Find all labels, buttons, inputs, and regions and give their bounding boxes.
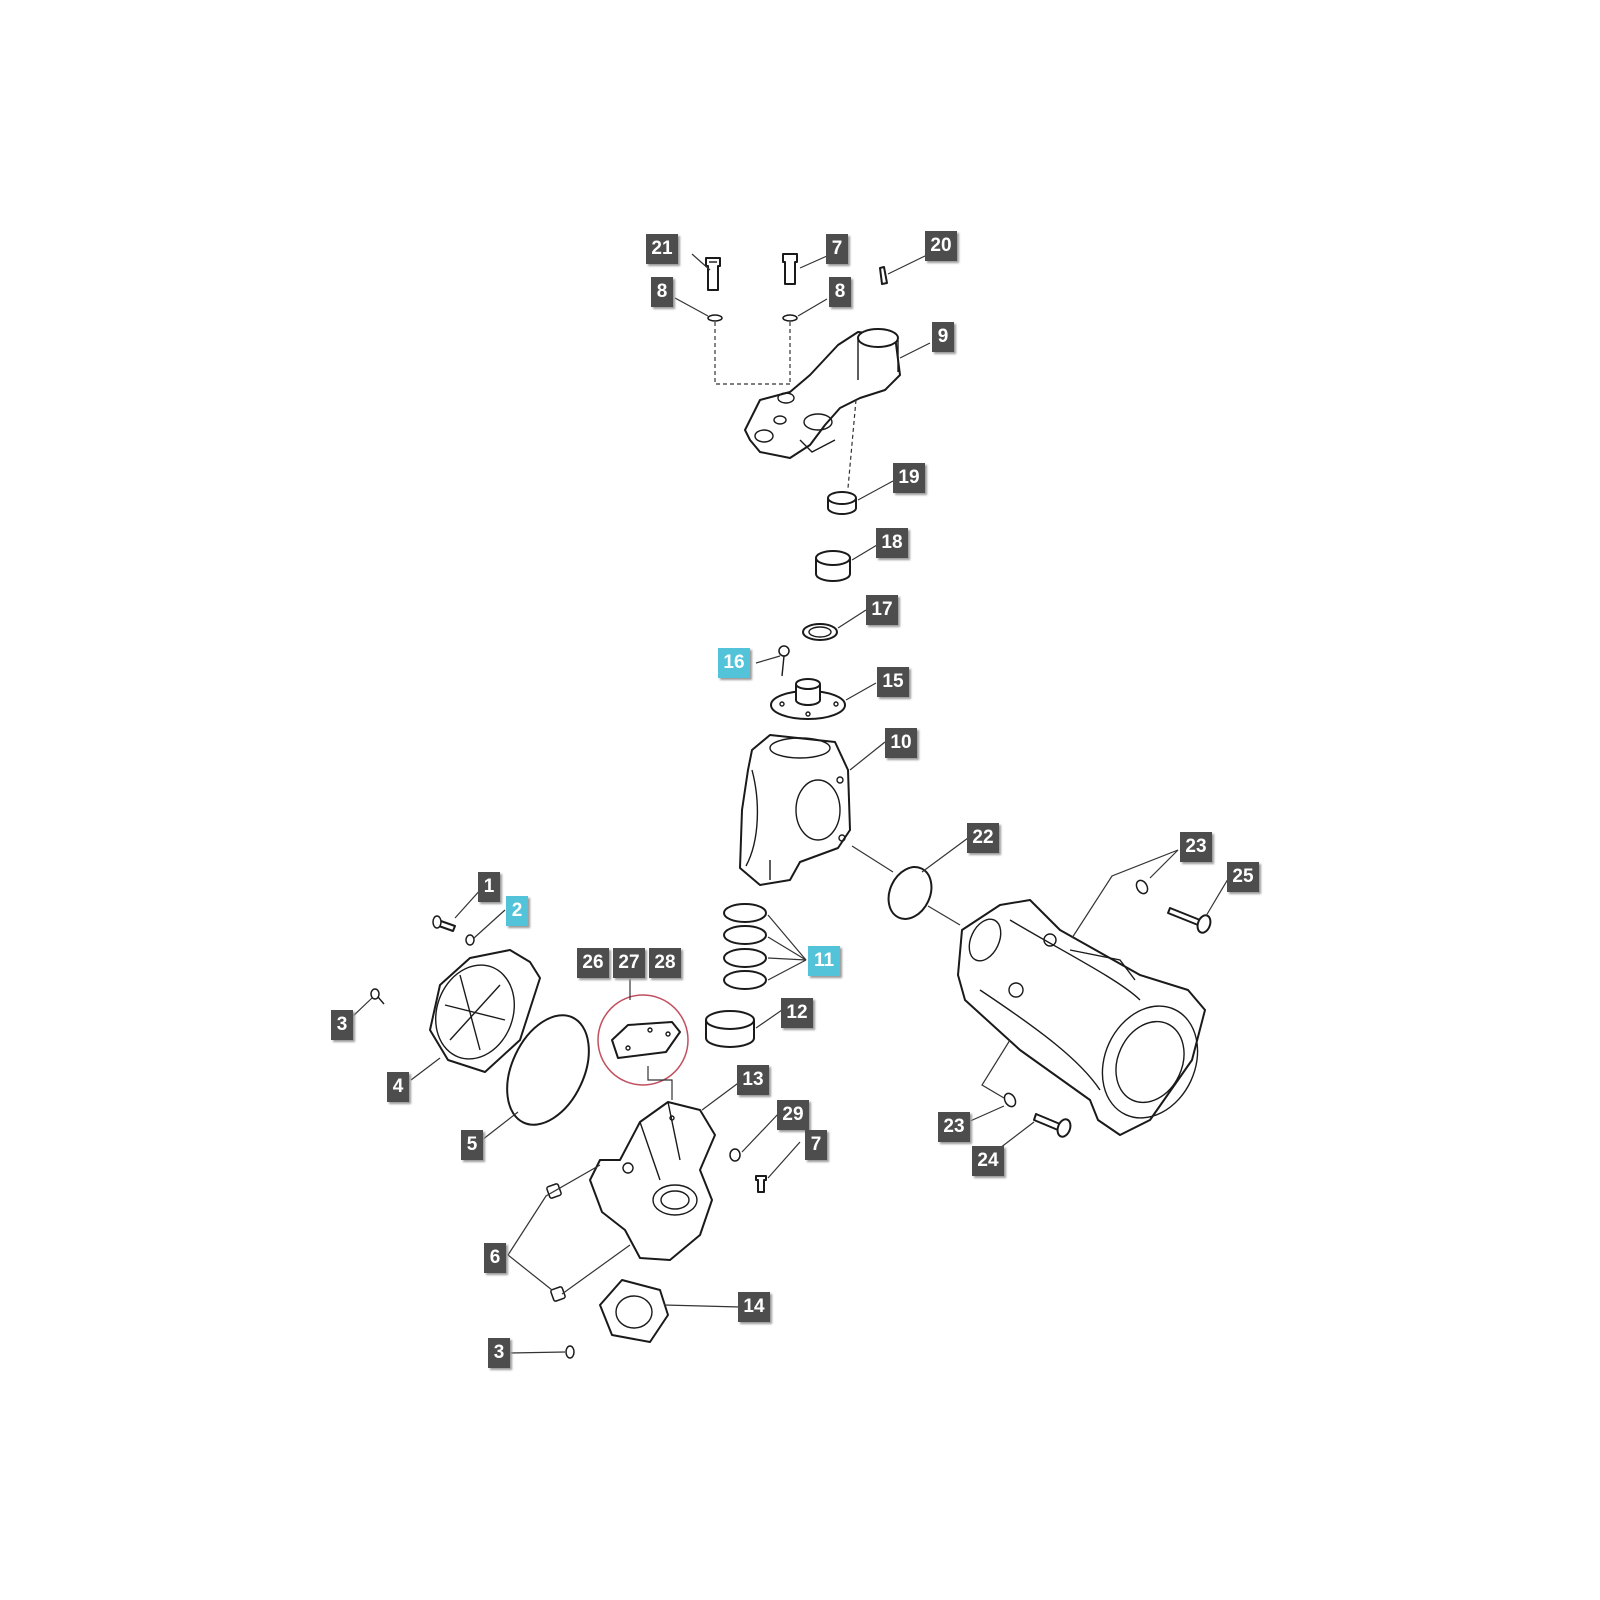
screw-16	[778, 645, 790, 677]
callout-25[interactable]: 25	[1227, 862, 1259, 892]
callout-12[interactable]: 12	[781, 998, 813, 1028]
bolt-1	[432, 915, 456, 932]
bushing-12	[705, 1010, 755, 1048]
callout-7-bottom[interactable]: 7	[805, 1130, 827, 1160]
callout-1[interactable]: 1	[478, 872, 500, 902]
seal-rings-11	[723, 903, 767, 990]
washer-23-bottom	[1003, 1092, 1017, 1108]
callout-2[interactable]: 2	[506, 896, 528, 926]
callout-20[interactable]: 20	[925, 231, 957, 261]
callout-6[interactable]: 6	[484, 1243, 506, 1273]
callout-29[interactable]: 29	[777, 1100, 809, 1130]
cover-plate-26-27-28	[611, 1021, 681, 1059]
callout-23-bottom[interactable]: 23	[938, 1112, 970, 1142]
washer-2	[465, 934, 475, 946]
callout-3-left[interactable]: 3	[331, 1010, 353, 1040]
callout-14[interactable]: 14	[738, 1292, 770, 1322]
washer-8-right	[782, 314, 798, 322]
bolt-25	[1167, 907, 1212, 934]
o-ring-5	[506, 1014, 590, 1126]
king-pin-flange-15	[770, 678, 846, 720]
bolt-7-bottom	[755, 1175, 767, 1193]
callout-26[interactable]: 26	[577, 948, 609, 978]
callout-8-right[interactable]: 8	[829, 277, 851, 307]
callout-4[interactable]: 4	[387, 1072, 409, 1102]
bolt-20	[879, 266, 888, 285]
hub-cover-4	[429, 949, 541, 1073]
callout-17[interactable]: 17	[866, 595, 898, 625]
bolt-24	[1033, 1113, 1072, 1138]
dowel-6-bottom	[550, 1286, 566, 1302]
callout-9[interactable]: 9	[932, 322, 954, 352]
callout-11[interactable]: 11	[808, 946, 840, 976]
callout-22[interactable]: 22	[967, 823, 999, 853]
callout-15[interactable]: 15	[877, 667, 909, 697]
callout-21[interactable]: 21	[646, 234, 678, 264]
lower-knuckle-13	[589, 1101, 716, 1261]
callout-27[interactable]: 27	[613, 948, 645, 978]
callout-28[interactable]: 28	[649, 948, 681, 978]
seal-17	[802, 623, 838, 641]
callout-24[interactable]: 24	[972, 1146, 1004, 1176]
callout-10[interactable]: 10	[885, 728, 917, 758]
washer-29	[729, 1148, 741, 1162]
callout-23-top[interactable]: 23	[1180, 832, 1212, 862]
bolt-21	[705, 257, 721, 291]
callout-18[interactable]: 18	[876, 528, 908, 558]
callout-19[interactable]: 19	[893, 463, 925, 493]
washer-8-left	[707, 314, 723, 322]
callout-5[interactable]: 5	[461, 1130, 483, 1160]
steering-arm-9	[744, 328, 901, 459]
bushing-18	[815, 550, 851, 582]
steering-knuckle-10	[739, 734, 851, 886]
callout-13[interactable]: 13	[737, 1065, 769, 1095]
callout-16[interactable]: 16	[718, 648, 750, 678]
selection-ring	[597, 994, 689, 1086]
bearing-19	[827, 491, 857, 515]
callout-7-top[interactable]: 7	[826, 234, 848, 264]
o-ring-22	[887, 866, 933, 920]
gasket-14	[599, 1279, 669, 1343]
bolt-7-top	[782, 253, 798, 285]
callout-8-left[interactable]: 8	[651, 277, 673, 307]
screw-3-left	[370, 988, 385, 1005]
leader-lines	[350, 253, 1229, 1354]
callout-3-bottom[interactable]: 3	[488, 1338, 510, 1368]
axle-housing	[957, 899, 1206, 1136]
screw-3-bottom	[565, 1345, 575, 1359]
washer-23-top	[1135, 879, 1149, 895]
